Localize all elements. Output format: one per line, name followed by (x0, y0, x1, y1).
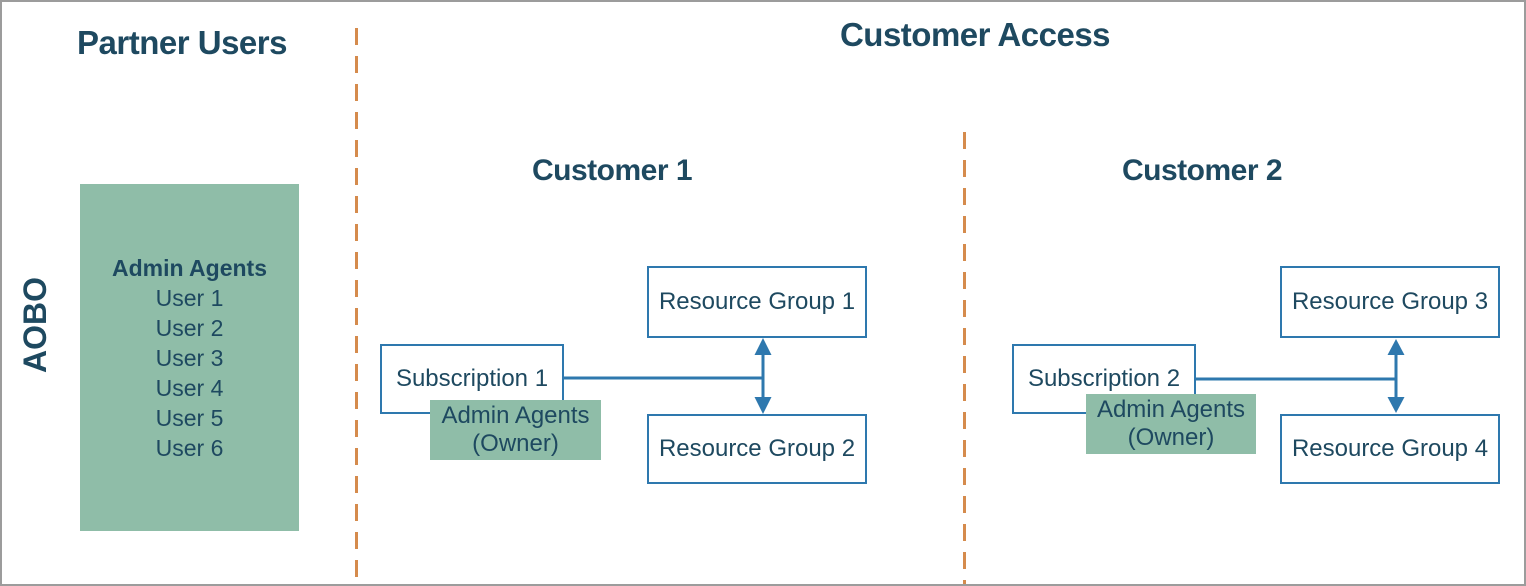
resource-group-4-box: Resource Group 4 (1280, 414, 1500, 484)
resource-group-1-label: Resource Group 1 (658, 288, 856, 315)
user-item: User 1 (155, 284, 224, 311)
resource-group-1-box: Resource Group 1 (647, 266, 867, 338)
resource-group-2-box: Resource Group 2 (647, 414, 867, 484)
separator-partner-customer (355, 28, 358, 584)
customer1-arrow-up (754, 338, 772, 355)
customer2-arrow-up (1387, 339, 1405, 355)
subscription-2-label: Subscription 2 (1027, 365, 1181, 392)
customer-1-title: Customer 1 (531, 154, 693, 187)
partner-users-title: Partner Users (77, 24, 287, 61)
customer1-arrow-down (754, 397, 772, 414)
subscription-1-label: Subscription 1 (395, 365, 549, 392)
customer-access-title: Customer Access (839, 16, 1111, 53)
user-item: User 2 (155, 314, 224, 341)
resource-group-4-label: Resource Group 4 (1291, 435, 1489, 462)
user-item: User 5 (155, 404, 224, 431)
admin-agents-owner-line1: Admin Agents (1096, 396, 1246, 423)
resource-group-3-label: Resource Group 3 (1291, 288, 1489, 315)
resource-group-3-box: Resource Group 3 (1280, 266, 1500, 338)
user-item: User 6 (155, 434, 224, 461)
customer2-arrow-down (1387, 397, 1405, 413)
user-item: User 3 (155, 344, 224, 371)
admin-agents-header: Admin Agents (111, 254, 268, 281)
resource-group-2-label: Resource Group 2 (658, 435, 856, 462)
customer-2-title: Customer 2 (1121, 154, 1283, 187)
admin-agents-owner-line2: (Owner) (472, 430, 559, 457)
user-item: User 4 (155, 374, 224, 401)
separator-customer1-customer2 (963, 132, 966, 584)
admin-agents-owner-line2: (Owner) (1127, 424, 1215, 451)
customer1-admin-agents-owner-box: Admin Agents (Owner) (430, 400, 601, 460)
customer2-admin-agents-owner-box: Admin Agents (Owner) (1086, 394, 1256, 454)
admin-agents-owner-line1: Admin Agents (441, 402, 590, 429)
partner-admin-agents-box: Admin Agents User 1 User 2 User 3 User 4… (80, 184, 299, 531)
